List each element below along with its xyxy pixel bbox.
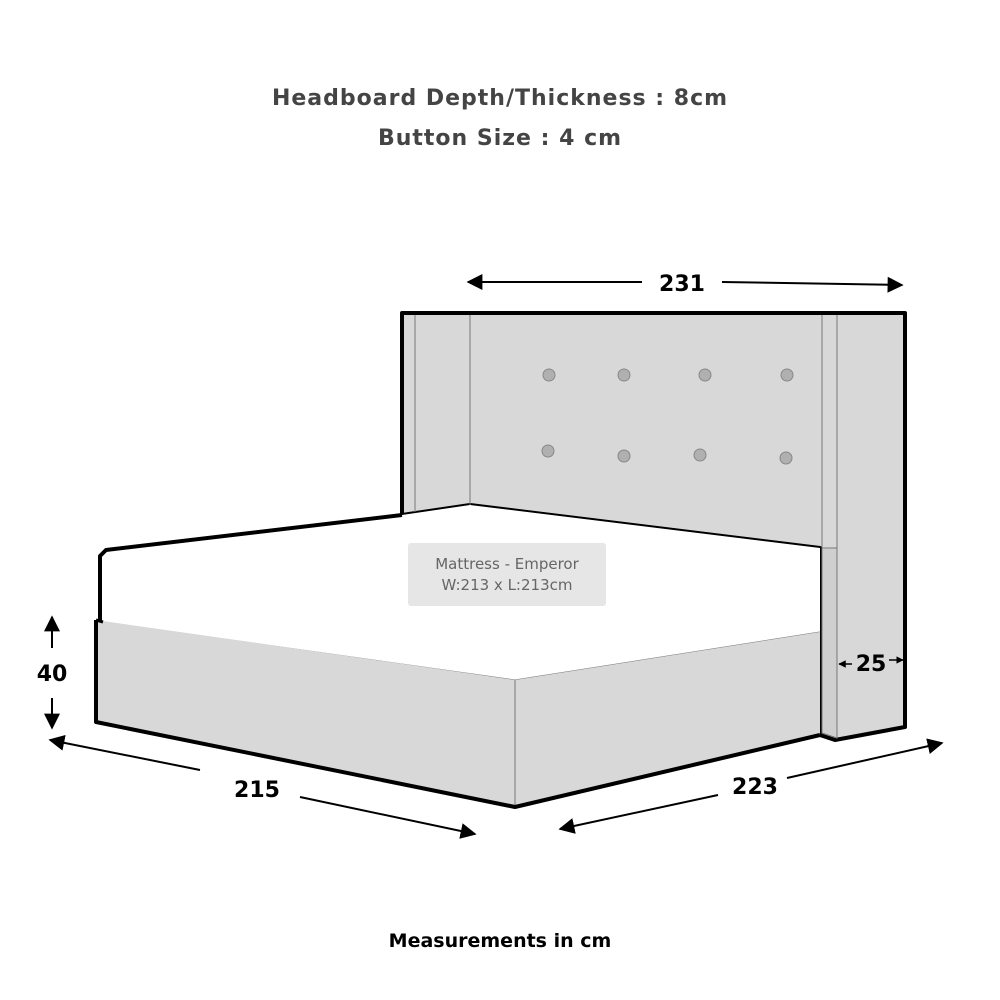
- mattress-outline: [98, 513, 403, 622]
- mattress-label-box: [408, 543, 606, 606]
- bed-base-side: [515, 632, 820, 807]
- length-dimension-label: 215: [234, 778, 280, 803]
- tufting-button: [617, 449, 631, 463]
- width-arrow-right: [721, 276, 904, 293]
- headboard-thickness-label: Headboard Depth/Thickness : 8cm: [271, 86, 729, 111]
- side-length-arrow-left: [558, 794, 719, 834]
- tufting-button: [693, 448, 707, 462]
- button-size-label: Button Size : 4 cm: [377, 126, 623, 151]
- length-arrow-right: [299, 796, 477, 839]
- length-arrow-left: [48, 734, 201, 771]
- bed-base-outline: [94, 620, 821, 809]
- headboard-buttons: [541, 368, 794, 465]
- width-dimension-label: 231: [659, 272, 705, 297]
- mattress-label-line2: W:213 x L:213cm: [442, 576, 573, 594]
- mattress-label-line1: Mattress - Emperor: [435, 555, 579, 573]
- tufting-button: [541, 444, 555, 458]
- tufting-button: [542, 368, 556, 382]
- side-length-dimension-label: 223: [732, 775, 778, 800]
- right-wing-side-panel: [821, 547, 838, 739]
- tufting-button: [779, 451, 793, 465]
- bed-base-front: [96, 620, 515, 807]
- wing-depth-label: 25: [856, 652, 887, 677]
- tufting-button: [617, 368, 631, 382]
- bed-base-top-edge: [95, 618, 104, 624]
- side-length-arrow-right: [786, 738, 944, 779]
- tufting-button: [780, 368, 794, 382]
- tufting-button: [698, 368, 712, 382]
- height-dimension-label: 40: [37, 662, 68, 687]
- measurements-note: Measurements in cm: [388, 930, 612, 952]
